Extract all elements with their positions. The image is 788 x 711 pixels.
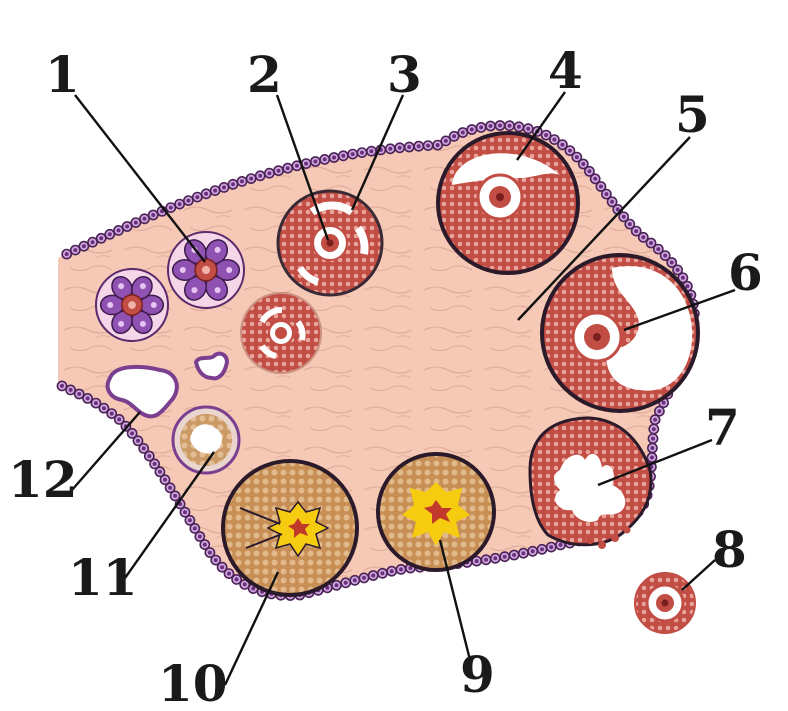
label-7: 7 (705, 398, 740, 457)
label-8: 8 (712, 520, 747, 579)
label-10: 10 (158, 654, 228, 711)
antral-follicle (438, 133, 578, 273)
secondary-follicle (278, 191, 382, 295)
label-4: 4 (548, 41, 583, 100)
corpus-luteum (378, 454, 494, 570)
label-1: 1 (45, 45, 80, 104)
corpus-luteum-mature (223, 461, 357, 595)
label-2: 2 (247, 45, 282, 104)
released-oocyte (635, 573, 695, 633)
label-12: 12 (8, 450, 78, 509)
label-3: 3 (387, 45, 422, 104)
label-11: 11 (68, 548, 138, 607)
label-9: 9 (460, 645, 495, 704)
graafian-follicle (542, 255, 698, 411)
primary-follicle (241, 293, 321, 373)
ruptured-follicle (530, 418, 651, 549)
label-5: 5 (675, 85, 710, 144)
label-6: 6 (728, 243, 763, 302)
